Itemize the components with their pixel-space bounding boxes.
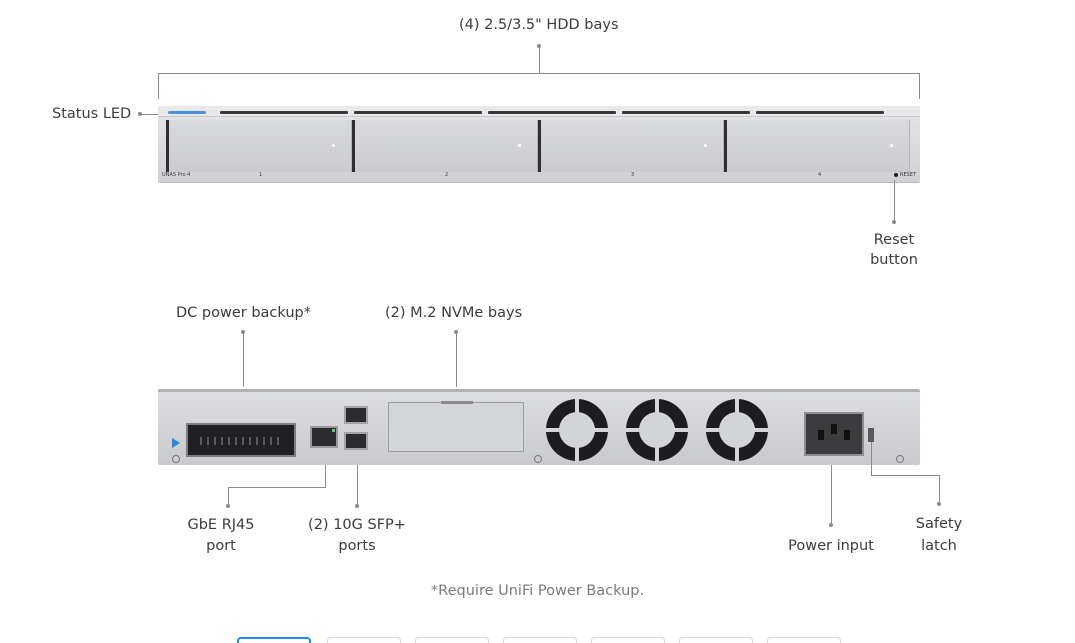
screw-icon xyxy=(534,455,542,463)
reset-label-2: button xyxy=(870,252,918,268)
rj45-label-2: port xyxy=(206,538,236,554)
hdd-bays-label: (4) 2.5/3.5" HDD bays xyxy=(459,17,619,33)
pager-tab-1[interactable] xyxy=(237,637,311,643)
bay-number-3: 3 xyxy=(631,172,635,178)
power-input-socket[interactable] xyxy=(804,412,864,456)
power-backup-arrow-icon xyxy=(172,438,180,448)
bay-latch-icon xyxy=(704,144,707,147)
dc-power-connector[interactable] xyxy=(186,423,296,457)
sfp-label-1: (2) 10G SFP+ xyxy=(308,517,406,533)
hdd-bracket-dot xyxy=(537,44,541,48)
fan-icon-3 xyxy=(706,399,768,461)
bay-latch-icon xyxy=(518,144,521,147)
hdd-bracket-stem xyxy=(539,46,540,73)
power-input-label: Power input xyxy=(788,538,874,554)
status-led-label: Status LED xyxy=(52,106,132,122)
front-panel: UNAS Pro 4 1 2 3 4 RESET xyxy=(158,106,920,182)
hdd-bracket-left xyxy=(158,73,159,99)
status-led-icon xyxy=(168,111,206,114)
pager-tab-2[interactable] xyxy=(327,637,401,643)
reset-mark-text: RESET xyxy=(900,172,917,178)
hdd-bay-4[interactable] xyxy=(724,120,910,172)
bay-latch-icon xyxy=(332,144,335,147)
pager-tab-3[interactable] xyxy=(415,637,489,643)
safety-latch[interactable] xyxy=(868,428,874,442)
sfp-dot xyxy=(355,504,359,508)
sfp-port-1[interactable] xyxy=(344,406,368,424)
rj45-line-h xyxy=(228,487,326,488)
latch-line-v2 xyxy=(939,475,940,504)
latch-line-v1 xyxy=(871,442,872,475)
bay-indicator-4 xyxy=(622,111,750,114)
fan-icon-2 xyxy=(626,399,688,461)
bay-indicator-2 xyxy=(354,111,482,114)
connector-pins xyxy=(200,437,282,445)
power-input-line xyxy=(831,465,832,525)
rj45-line-v2 xyxy=(228,487,229,506)
screw-icon xyxy=(172,455,180,463)
front-model-text: UNAS Pro 4 xyxy=(162,172,191,178)
hdd-bracket-right xyxy=(919,73,920,99)
pager-tab-7[interactable] xyxy=(767,637,841,643)
pager-tab-5[interactable] xyxy=(591,637,665,643)
reset-dot xyxy=(892,220,896,224)
rj45-port[interactable] xyxy=(310,426,338,448)
rj45-line-v1 xyxy=(325,465,326,487)
sfp-label-2: ports xyxy=(338,538,376,554)
fan-icon-1 xyxy=(546,399,608,461)
latch-label-2: latch xyxy=(921,538,957,554)
rj45-dot xyxy=(226,504,230,508)
bay-indicator-1 xyxy=(220,111,348,114)
bay-number-4: 4 xyxy=(818,172,822,178)
bay-number-1: 1 xyxy=(259,172,263,178)
nvme-line xyxy=(456,332,457,387)
latch-line-h xyxy=(871,475,940,476)
sfp-port-2[interactable] xyxy=(344,432,368,450)
rear-panel xyxy=(158,389,920,465)
reset-button[interactable] xyxy=(894,173,898,177)
bay-latch-icon xyxy=(890,144,893,147)
bay-indicator-5 xyxy=(756,111,884,114)
pager-tab-4[interactable] xyxy=(503,637,577,643)
hdd-bay-2[interactable] xyxy=(352,120,538,172)
nvme-bay-cover[interactable] xyxy=(388,401,524,452)
power-input-dot xyxy=(829,523,833,527)
rj45-label-1: GbE RJ45 xyxy=(187,517,255,533)
dc-power-line xyxy=(243,332,244,387)
sfp-line xyxy=(357,465,358,506)
link-led-icon xyxy=(332,429,335,432)
nvme-bays-label: (2) M.2 NVMe bays xyxy=(385,305,523,321)
bay-indicator-3 xyxy=(488,111,616,114)
dc-power-label: DC power backup* xyxy=(176,305,311,321)
latch-dot xyxy=(937,502,941,506)
pager-tab-6[interactable] xyxy=(679,637,753,643)
reset-line xyxy=(894,180,895,222)
status-led-line xyxy=(140,114,166,115)
hdd-bay-1[interactable] xyxy=(166,120,352,172)
reset-label-1: Reset xyxy=(873,232,915,248)
screw-icon xyxy=(896,455,904,463)
hdd-bracket-top xyxy=(158,73,920,74)
hdd-bay-3[interactable] xyxy=(538,120,724,172)
footnote: *Require UniFi Power Backup. xyxy=(430,583,645,599)
bay-number-2: 2 xyxy=(445,172,449,178)
nvme-tab xyxy=(441,401,473,404)
latch-label-1: Safety xyxy=(915,516,963,532)
